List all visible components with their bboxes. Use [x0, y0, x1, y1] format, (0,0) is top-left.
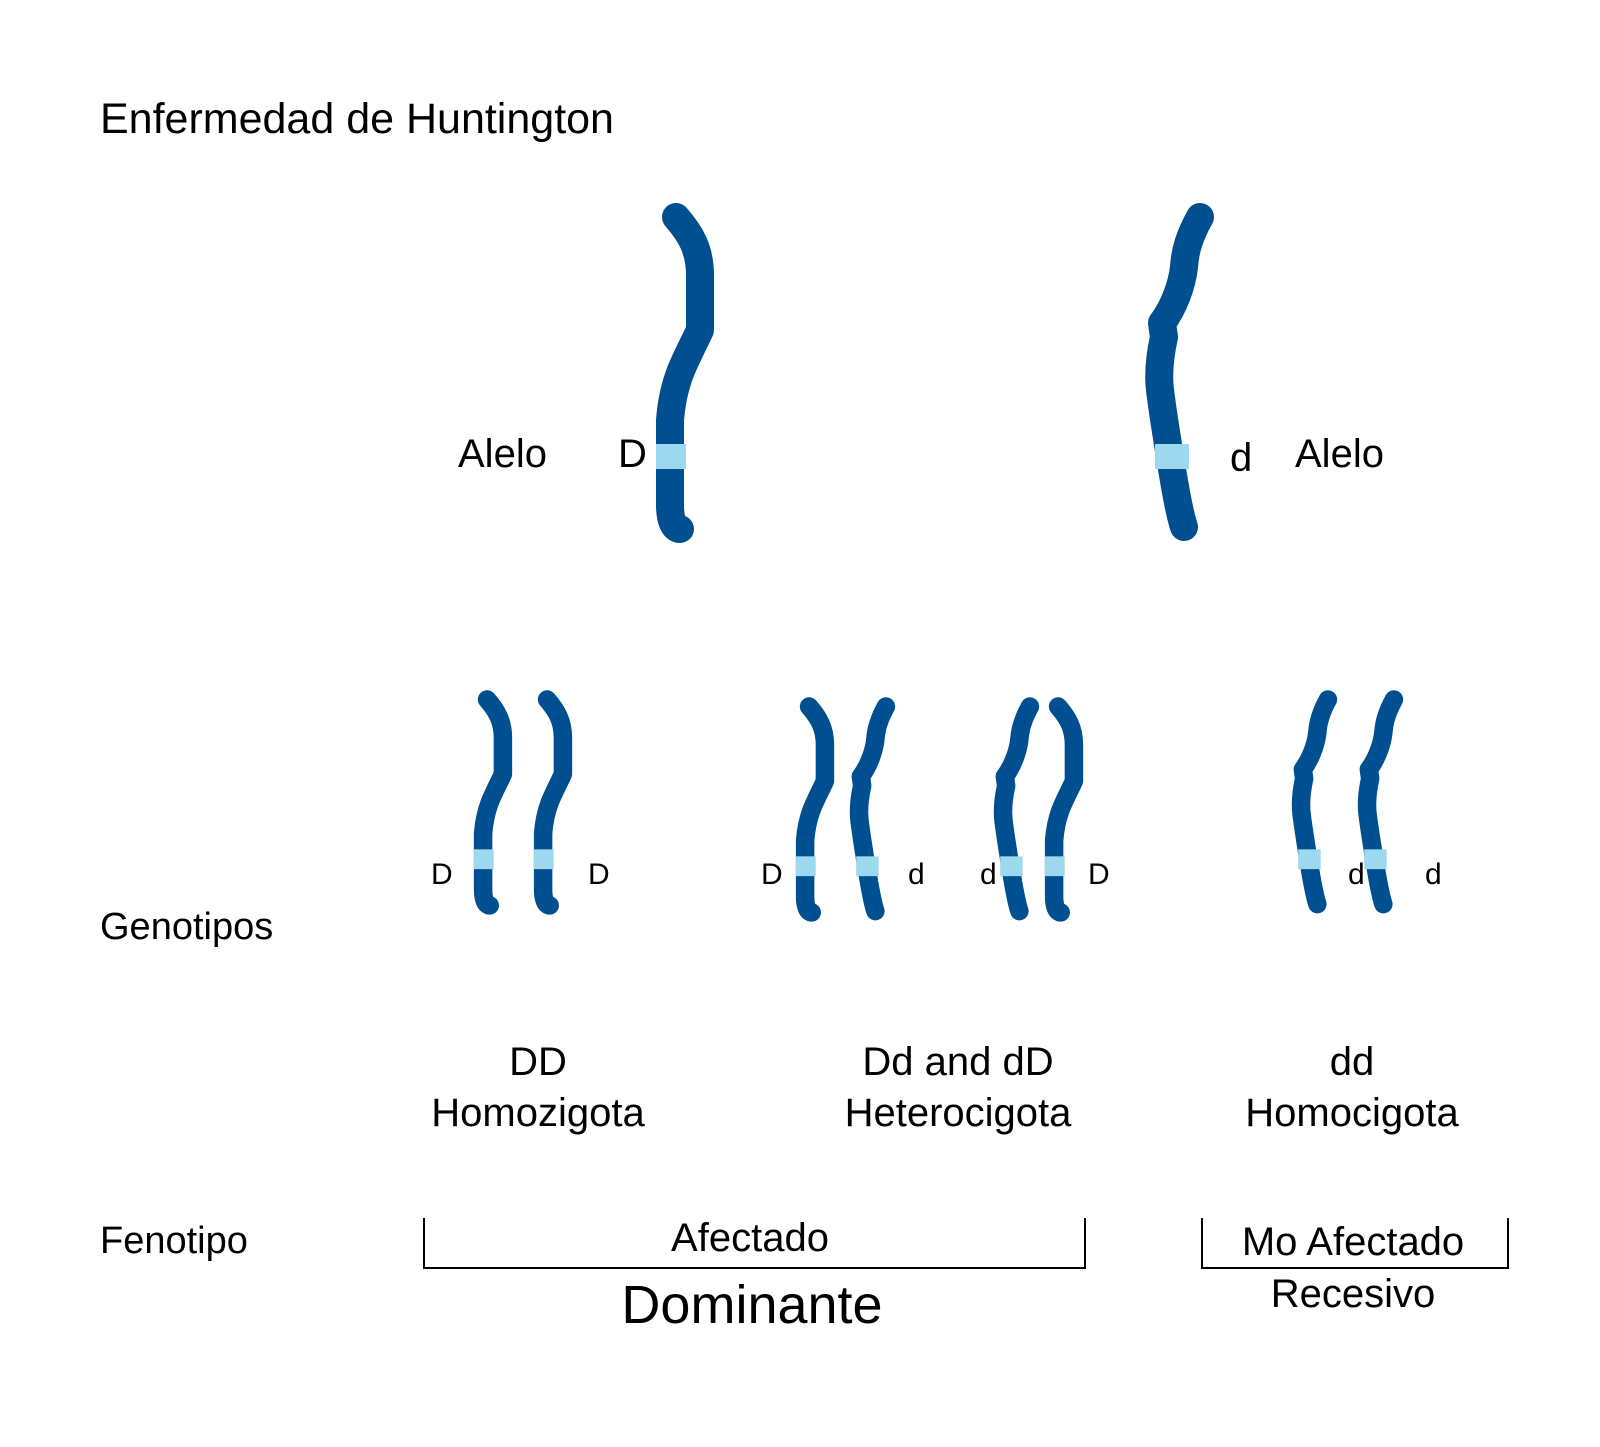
pair-label: d: [1348, 858, 1365, 891]
allele-band: [1155, 444, 1189, 469]
pair-label: D: [588, 858, 610, 891]
pair-label: d: [908, 858, 925, 891]
allele-symbol-recessive: d: [1230, 436, 1253, 480]
genotype-name: Heterocigota: [844, 1091, 1072, 1135]
phenotype-not-affected: Mo Afectado: [1241, 1220, 1465, 1264]
pair-label: d: [980, 858, 997, 891]
chromosome-het1-left: [796, 707, 825, 913]
allele-band: [473, 849, 494, 870]
phenotype-affected: Afectado: [671, 1216, 829, 1260]
pair-label: D: [761, 858, 783, 891]
chromosome-dd-left: [474, 700, 503, 906]
allele-band: [1044, 856, 1065, 877]
chromosome-recessive: [1155, 217, 1200, 527]
allele-word-dominant: Alelo: [458, 432, 547, 476]
inheritance-recessive: Recesivo: [1270, 1272, 1436, 1316]
chromosome-rr-right: [1364, 700, 1394, 905]
allele-band: [795, 856, 816, 877]
allele-band: [1298, 849, 1321, 870]
chromosome-het2-right: [1045, 707, 1074, 913]
page-title: Enfermedad de Huntington: [100, 95, 614, 143]
allele-band: [1364, 849, 1387, 870]
allele-band: [533, 849, 554, 870]
chromosome-dominant: [656, 217, 700, 529]
pair-label: D: [1088, 858, 1110, 891]
chromosome-rr-left: [1298, 700, 1328, 905]
pair-label: d: [1425, 858, 1442, 891]
bracket-affected: [423, 1218, 1086, 1269]
allele-band: [656, 444, 686, 469]
genotypes-heading: Genotipos: [100, 906, 274, 948]
pair-label: D: [431, 858, 453, 891]
genotype-code: DD: [509, 1040, 567, 1084]
genotype-code: dd: [1329, 1040, 1375, 1084]
allele-band: [856, 856, 879, 877]
chromosome-het2-left: [1000, 707, 1030, 912]
bracket-not-affected: [1201, 1218, 1509, 1269]
phenotype-heading: Fenotipo: [100, 1220, 248, 1262]
allele-word-recessive: Alelo: [1295, 432, 1384, 476]
allele-band: [1000, 856, 1023, 877]
genotype-name: Homocigota: [1245, 1091, 1459, 1135]
genotype-code: Dd and dD: [862, 1040, 1054, 1084]
genotype-name: Homozigota: [431, 1091, 645, 1135]
allele-symbol-dominant: D: [618, 432, 647, 476]
inheritance-dominant: Dominante: [621, 1275, 883, 1335]
chromosome-het1-right: [856, 707, 886, 912]
chromosome-dd-right: [534, 700, 563, 906]
